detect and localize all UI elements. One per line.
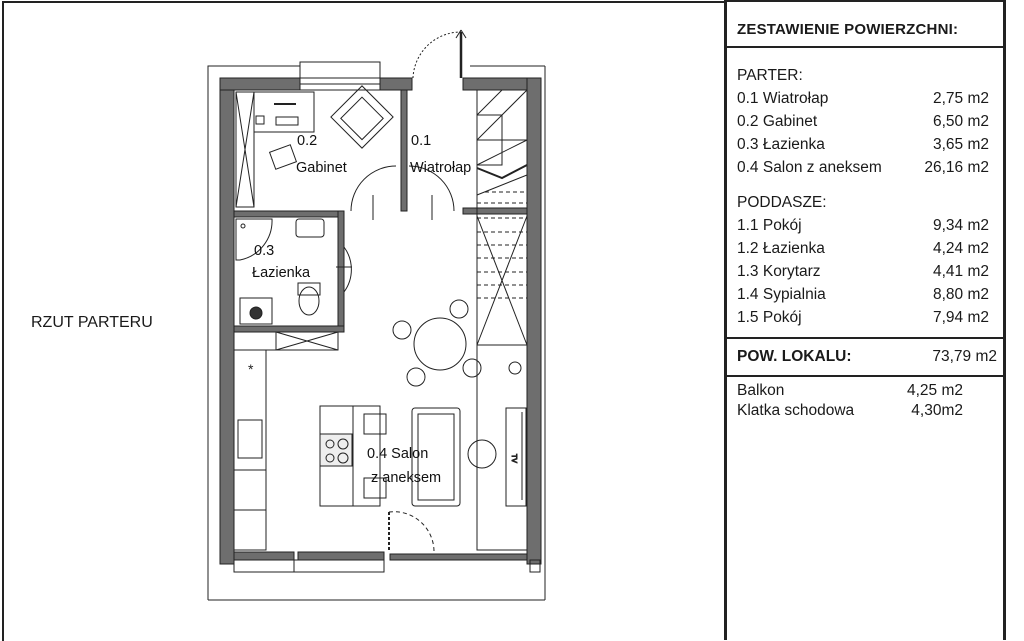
room-number-gabinet: 0.2	[297, 133, 318, 149]
total-label: POW. LOKALU:	[737, 348, 852, 365]
total-value: 73,79 m2	[932, 348, 997, 365]
drawing-frame	[2, 1, 724, 641]
room-name-wiatrolap: Wiatrołap	[410, 160, 472, 176]
drawing-title: RZUT PARTERU	[31, 314, 153, 331]
area-summary-panel: ZESTAWIENIE POWIERZCHNI: PARTER: 0.1 Wia…	[724, 0, 1006, 640]
tv-label: TV	[510, 454, 517, 463]
summary-title: ZESTAWIENIE POWIERZCHNI:	[727, 0, 1003, 48]
poddasze-heading: PODDASZE:	[737, 194, 827, 211]
fridge-symbol: *	[248, 361, 254, 377]
floor-plan: * TV	[207, 29, 546, 601]
parter-heading: PARTER:	[737, 67, 803, 84]
room-name-lazienka: Łazienka	[252, 265, 311, 281]
room-name-gabinet: Gabinet	[296, 160, 347, 176]
room-number-salon: 0.4 Salon	[367, 446, 429, 462]
room-number-wiatrolap: 0.1	[411, 133, 432, 149]
room-number-lazienka: 0.3	[254, 243, 275, 259]
total-area-row: POW. LOKALU: 73,79 m2	[727, 337, 1003, 377]
room-name-salon: z aneksem	[371, 470, 442, 486]
